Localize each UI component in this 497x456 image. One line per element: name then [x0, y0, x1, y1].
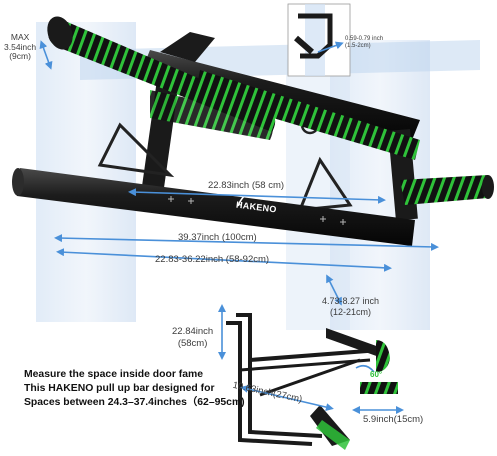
total-length-label: 39.37inch (100cm) [178, 232, 257, 243]
arrow-icon [317, 41, 344, 53]
door-frame-thickness-label: 0.59-0.79 inch (1.5-2cm) [345, 36, 384, 49]
bracket-height-label: 22.84inch (58cm) [172, 326, 214, 349]
arrow-icon [56, 248, 392, 272]
hook-detail-inset [287, 3, 351, 77]
instruction-line: Spaces between 24.3–37.4inches（62–95cm) [24, 397, 245, 408]
inner-width-label: 22.83inch (58 cm) [208, 180, 285, 191]
arrow-icon [240, 385, 334, 411]
instruction-text: Measure the space inside door fame This … [24, 368, 245, 410]
pull-up-bar [12, 16, 494, 246]
angle-label: 60° [370, 370, 383, 379]
bracket-illustration [226, 313, 398, 450]
door-width-range-label: 22.83-36.22inch (58-92cm) [155, 254, 270, 265]
arrow-icon [128, 188, 386, 204]
max-height-label: MAX 3.54inch (9cm) [4, 32, 37, 61]
instruction-line: This HAKENO pull up bar designed for [24, 383, 215, 394]
bracket-depth-label: 5.9inch(15cm) [363, 414, 424, 425]
dimension-arrows [39, 40, 439, 414]
arrow-icon [54, 234, 439, 251]
instruction-line: Measure the space inside door fame [24, 369, 204, 380]
arrow-icon [326, 274, 342, 306]
frame-depth-label: 4.73-8.27 inch (12-21cm) [322, 296, 380, 317]
arrow-icon [39, 40, 53, 70]
